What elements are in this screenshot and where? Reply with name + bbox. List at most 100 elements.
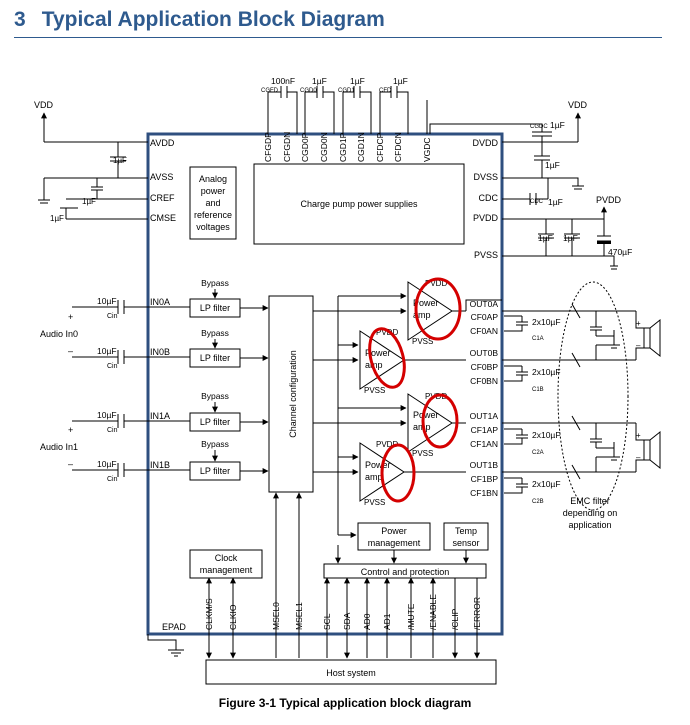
top-cap-labels: 100nF CGFD 1µF CGD0 1µF CGD1 1µF CFD: [261, 76, 408, 94]
svg-text:+: +: [68, 312, 73, 322]
highlight-amp-0b: [368, 327, 406, 389]
pin-pvdd: PVDD: [473, 213, 499, 223]
svg-text:amp: amp: [413, 310, 431, 320]
svg-text:1µF: 1µF: [393, 76, 408, 86]
svg-text:CF0BN: CF0BN: [470, 376, 498, 386]
emc-label: EMC filter depending on application: [563, 496, 618, 530]
svg-text:C2A: C2A: [532, 450, 544, 456]
pin-cref: CREF: [150, 193, 175, 203]
svg-text:CF1BN: CF1BN: [470, 488, 498, 498]
svg-text:amp: amp: [365, 472, 383, 482]
svg-text:1µF: 1µF: [545, 160, 560, 170]
svg-text:sensor: sensor: [452, 538, 479, 548]
svg-text:–: –: [636, 341, 641, 350]
channel-config-label: Channel configuration: [288, 350, 298, 438]
pin-in1b: IN1B: [150, 460, 170, 470]
channel-to-amp: [313, 293, 407, 535]
svg-text:EMC filter: EMC filter: [570, 496, 610, 506]
emc-wiring: [540, 303, 636, 480]
svg-text:+: +: [636, 319, 641, 328]
svg-text:CF0AN: CF0AN: [470, 326, 498, 336]
right-supply-wiring: [429, 123, 618, 270]
svg-text:Cin: Cin: [107, 427, 118, 434]
svg-text:CGD1: CGD1: [338, 88, 355, 94]
svg-text:C1B: C1B: [532, 387, 544, 393]
svg-text:2x10µF: 2x10µF: [532, 479, 561, 489]
svg-text:Analog: Analog: [199, 174, 227, 184]
svg-text:PVDD: PVDD: [596, 195, 622, 205]
svg-text:–: –: [636, 453, 641, 462]
section-number: 3: [14, 8, 26, 31]
heading-rule: [14, 37, 662, 38]
pin-cmse: CMSE: [150, 213, 176, 223]
svg-text:Bypass: Bypass: [201, 328, 229, 338]
emc-filter-region: [557, 281, 629, 511]
epad-label: EPAD: [162, 622, 186, 632]
svg-text:C2B: C2B: [532, 499, 544, 505]
cap-cref-label: 1µF: [82, 197, 96, 206]
pin-in0b: IN0B: [150, 347, 170, 357]
temp-sensor-block: [443, 522, 489, 551]
svg-text:10µF: 10µF: [97, 459, 117, 469]
pin-cgd1n: CGD1N: [356, 132, 366, 162]
pin-cfdcp: CFDCP: [375, 132, 385, 162]
section-heading: 3 Typical Application Block Diagram: [14, 8, 385, 32]
svg-text:Bypass: Bypass: [201, 439, 229, 449]
svg-text:Clock: Clock: [215, 553, 238, 563]
svg-text:CFD: CFD: [379, 88, 392, 94]
svg-text:1µF: 1µF: [548, 197, 563, 207]
section-title: Typical Application Block Diagram: [41, 8, 385, 31]
lp-filters: [189, 298, 241, 481]
svg-text:–: –: [68, 346, 73, 356]
pin-cgd1p: CGD1P: [338, 132, 348, 162]
svg-text:management: management: [200, 565, 253, 575]
figure-caption: Figure 3-1 Typical application block dia…: [218, 696, 472, 710]
top-pins: CFGDP CFGDN CGD0P CGD0N CGD1P CGD1N CFDC…: [263, 132, 432, 162]
svg-text:+: +: [68, 425, 73, 435]
svg-text:1µF: 1µF: [563, 233, 578, 243]
svg-text:Power: Power: [365, 460, 391, 470]
svg-text:Bypass: Bypass: [201, 391, 229, 401]
svg-text:amp: amp: [413, 422, 431, 432]
charge-pump-block: [253, 163, 465, 245]
pin-cdc: CDC: [479, 193, 499, 203]
svg-text:CF0AP: CF0AP: [471, 312, 499, 322]
audio-inputs: [72, 300, 190, 477]
chip-outline: [146, 132, 504, 636]
svg-text:CDC: CDC: [530, 199, 544, 205]
svg-text:and: and: [205, 198, 220, 208]
svg-text:CGDC: CGDC: [530, 124, 548, 130]
svg-text:PVSS: PVSS: [412, 449, 433, 458]
svg-text:–: –: [68, 459, 73, 469]
svg-text:management: management: [368, 538, 421, 548]
svg-text:CF1AN: CF1AN: [470, 439, 498, 449]
highlight-amp-0a: [414, 277, 462, 341]
top-capacitors: [267, 86, 428, 134]
power-management-block: [357, 522, 431, 551]
svg-text:voltages: voltages: [196, 222, 230, 232]
speaker-1: [635, 423, 661, 472]
svg-text:CF1BP: CF1BP: [471, 474, 499, 484]
charge-pump-label: Charge pump power supplies: [300, 199, 418, 209]
right-cap-labels: 1µF CGDC 1µF 1µF CDC 1µF 1µF 470µF PVDD: [530, 120, 632, 257]
pin-cfgdn: CFGDN: [282, 132, 292, 162]
left-pins: AVDD AVSS CREF CMSE 1µF 1µF 1µF: [38, 138, 176, 223]
svg-text:CF0BP: CF0BP: [471, 362, 499, 372]
vdd-supply-left: VDD: [34, 100, 148, 143]
svg-text:OUT0A: OUT0A: [470, 299, 499, 309]
svg-text:OUT1B: OUT1B: [470, 460, 499, 470]
control-protection-label: Control and protection: [361, 567, 450, 577]
svg-text:PVDD: PVDD: [425, 279, 447, 288]
svg-text:Audio In1: Audio In1: [40, 442, 78, 452]
svg-text:Temp: Temp: [455, 526, 477, 536]
svg-text:Cin: Cin: [107, 476, 118, 483]
analog-power-label: Analog power and reference voltages: [194, 174, 232, 232]
pin-in0a: IN0A: [150, 297, 170, 307]
input-pins: IN0A IN0B IN1A IN1B: [150, 297, 170, 470]
epad-ground: [147, 634, 184, 657]
svg-text:OUT0B: OUT0B: [470, 348, 499, 358]
svg-text:10µF: 10µF: [97, 296, 117, 306]
